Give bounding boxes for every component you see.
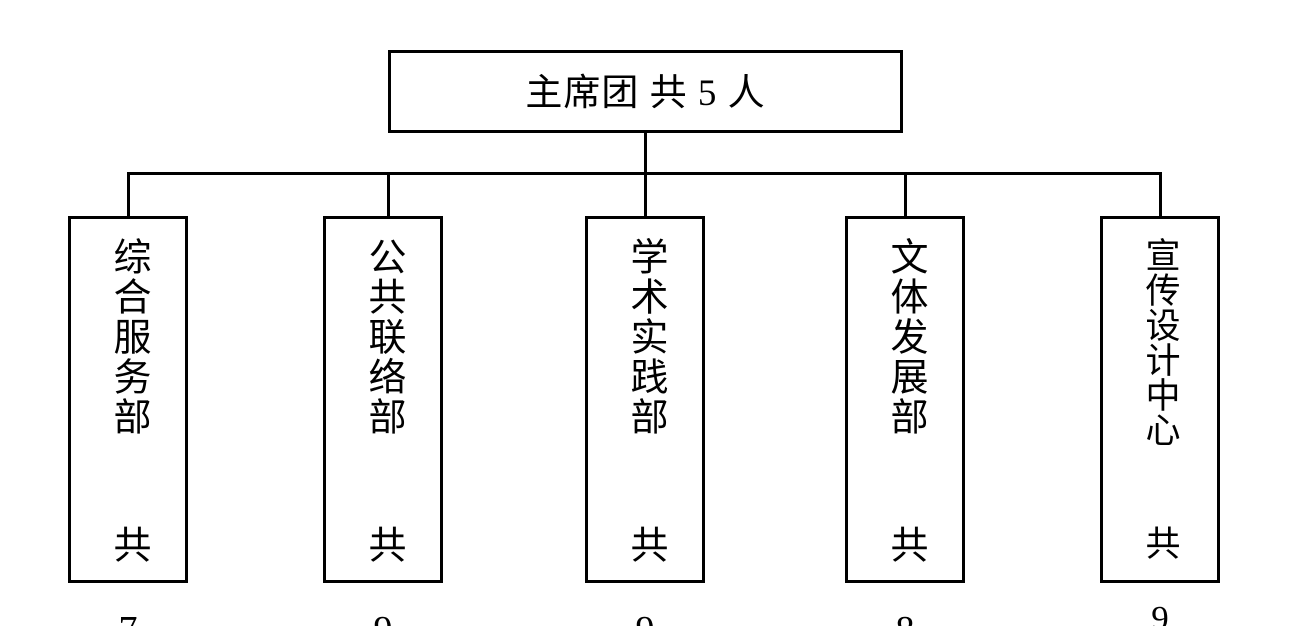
child-node-public-liaison[interactable]: 公共联络部 共 9 人 [323, 216, 443, 626]
child-node-2-text-area: 公共联络部 共 9 人 [326, 237, 440, 626]
child-node-3-text-area: 学术实践部 共 9 人 [588, 237, 702, 626]
connector-root-stem [644, 133, 647, 175]
child-node-4-label: 文体发展部 共 8 人 [884, 237, 926, 626]
connector-drop-3 [644, 172, 647, 218]
child-node-academic-practice[interactable]: 学术实践部 共 9 人 [585, 216, 705, 626]
connector-drop-5 [1159, 172, 1162, 218]
child-node-5-label: 宣传设计中心 共 9 人 [1140, 237, 1180, 626]
root-node-label: 主席团 共 5 人 [525, 73, 766, 114]
connector-drop-1 [127, 172, 130, 218]
child-node-1-label: 综合服务部 共 7 人 [107, 237, 149, 626]
root-node-presidium[interactable]: 主席团 共 5 人 [388, 50, 903, 133]
connector-drop-4 [904, 172, 907, 218]
child-node-general-service[interactable]: 综合服务部 共 7 人 [68, 216, 188, 626]
child-node-culture-sports[interactable]: 文体发展部 共 8 人 [845, 216, 965, 626]
child-node-1-text-area: 综合服务部 共 7 人 [71, 237, 185, 626]
child-node-2-label: 公共联络部 共 9 人 [362, 237, 404, 626]
child-node-4-text-area: 文体发展部 共 8 人 [848, 237, 962, 626]
child-node-publicity-design[interactable]: 宣传设计中心 共 9 人 [1100, 216, 1220, 626]
connector-drop-2 [387, 172, 390, 218]
child-node-3-label: 学术实践部 共 9 人 [624, 237, 666, 626]
child-node-5-text-area: 宣传设计中心 共 9 人 [1103, 237, 1217, 626]
